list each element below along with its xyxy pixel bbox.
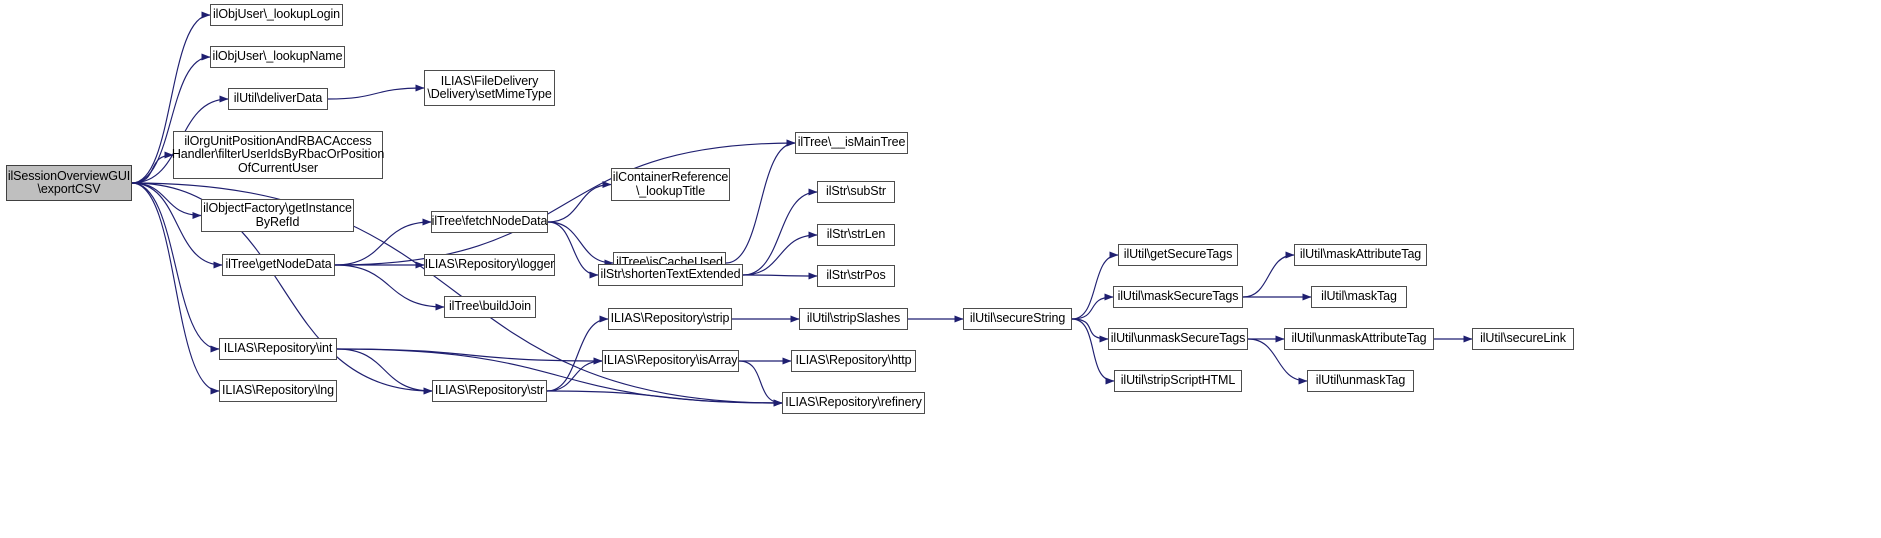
graph-node-lookupName[interactable]: ilObjUser\_lookupName (210, 46, 345, 68)
graph-edge-root-to-filterUserIds (131, 151, 174, 184)
graph-node-repoStrip[interactable]: ILIAS\Repository\strip (608, 308, 732, 330)
graph-edge-repoInt-to-repoIsArray (336, 348, 603, 365)
graph-node-stripScriptHTML[interactable]: ilUtil\stripScriptHTML (1114, 370, 1242, 392)
graph-node-repoLogger[interactable]: ILIAS\Repository\logger (424, 254, 555, 276)
graph-node-repoHttp[interactable]: ILIAS\Repository\http (791, 350, 916, 372)
graph-edge-deliverData-to-setMimeType (327, 84, 425, 100)
graph-edge-fetchNodeData-to-lookupTitle (547, 181, 612, 223)
graph-edge-secureString-to-getSecureTags (1071, 251, 1119, 320)
graph-node-unmaskSecureTags[interactable]: ilUtil\unmaskSecureTags (1108, 328, 1248, 350)
graph-edge-fetchNodeData-to-isCacheUsed (547, 221, 614, 267)
graph-node-repoIsArray[interactable]: ILIAS\Repository\isArray (602, 350, 739, 372)
graph-node-stripSlashes[interactable]: ilUtil\stripSlashes (799, 308, 908, 330)
graph-node-fetchNodeData[interactable]: ilTree\fetchNodeData (431, 211, 548, 233)
graph-node-getInstance[interactable]: ilObjectFactory\getInstance ByRefId (201, 199, 354, 232)
graph-edge-secureString-to-unmaskSecureTags (1071, 318, 1109, 343)
graph-edge-repoStr-to-repoRefinery (546, 390, 783, 407)
graph-node-repoInt[interactable]: ILIAS\Repository\int (219, 338, 337, 360)
graph-edge-repoInt-to-repoStr (336, 348, 433, 395)
graph-node-repoRefinery[interactable]: ILIAS\Repository\refinery (782, 392, 925, 414)
graph-edge-repoIsArray-to-repoRefinery (738, 360, 783, 407)
graph-node-lookupTitle[interactable]: ilContainerReference \_lookupTitle (611, 168, 730, 201)
graph-node-subStr[interactable]: ilStr\subStr (817, 181, 895, 203)
graph-node-buildJoin[interactable]: ilTree\buildJoin (444, 296, 536, 318)
graph-node-unmaskTag[interactable]: ilUtil\unmaskTag (1307, 370, 1414, 392)
graph-edge-root-to-getInstance (131, 182, 202, 219)
graph-node-repoLng[interactable]: ILIAS\Repository\lng (219, 380, 337, 402)
graph-node-maskAttributeTag[interactable]: ilUtil\maskAttributeTag (1294, 244, 1427, 266)
graph-node-lookupLogin[interactable]: ilObjUser\_lookupLogin (210, 4, 343, 26)
graph-node-deliverData[interactable]: ilUtil\deliverData (228, 88, 328, 110)
graph-node-secureString[interactable]: ilUtil\secureString (963, 308, 1072, 330)
graph-edge-fetchNodeData-to-shortenText (547, 221, 599, 279)
graph-node-maskSecureTags[interactable]: ilUtil\maskSecureTags (1113, 286, 1243, 308)
graph-node-strPos[interactable]: ilStr\strPos (817, 265, 895, 287)
graph-edge-repoStr-to-repoIsArray (546, 357, 603, 392)
graph-edge-shortenText-to-strLen (742, 231, 818, 276)
graph-node-maskTag[interactable]: ilUtil\maskTag (1311, 286, 1407, 308)
graph-node-shortenText[interactable]: ilStr\shortenTextExtended (598, 264, 743, 286)
graph-edge-shortenText-to-strPos (742, 272, 818, 280)
graph-edge-secureString-to-maskSecureTags (1071, 293, 1114, 320)
graph-edge-isCacheUsed-to-isMainTree (725, 139, 796, 264)
graph-node-root[interactable]: ilSessionOverviewGUI \exportCSV (6, 165, 132, 201)
graph-node-filterUserIds[interactable]: ilOrgUnitPositionAndRBACAccess Handler\f… (172, 131, 384, 179)
graph-node-repoStr[interactable]: ILIAS\Repository\str (432, 380, 547, 402)
graph-edge-shortenText-to-subStr (742, 188, 818, 276)
graph-node-isMainTree[interactable]: ilTree\__isMainTree (795, 132, 908, 154)
graph-edge-maskSecureTags-to-maskAttributeTag (1242, 251, 1295, 298)
graph-node-getSecureTags[interactable]: ilUtil\getSecureTags (1118, 244, 1238, 266)
graph-node-getNodeData[interactable]: ilTree\getNodeData (222, 254, 335, 276)
graph-node-unmaskAttrTag[interactable]: ilUtil\unmaskAttributeTag (1284, 328, 1434, 350)
graph-node-setMimeType[interactable]: ILIAS\FileDelivery \Delivery\setMimeType (424, 70, 555, 106)
graph-edge-repoStr-to-repoStrip (546, 315, 609, 392)
graph-edge-getNodeData-to-isMainTree (334, 139, 796, 266)
graph-node-strLen[interactable]: ilStr\strLen (817, 224, 895, 246)
graph-node-secureLink[interactable]: ilUtil\secureLink (1472, 328, 1574, 350)
